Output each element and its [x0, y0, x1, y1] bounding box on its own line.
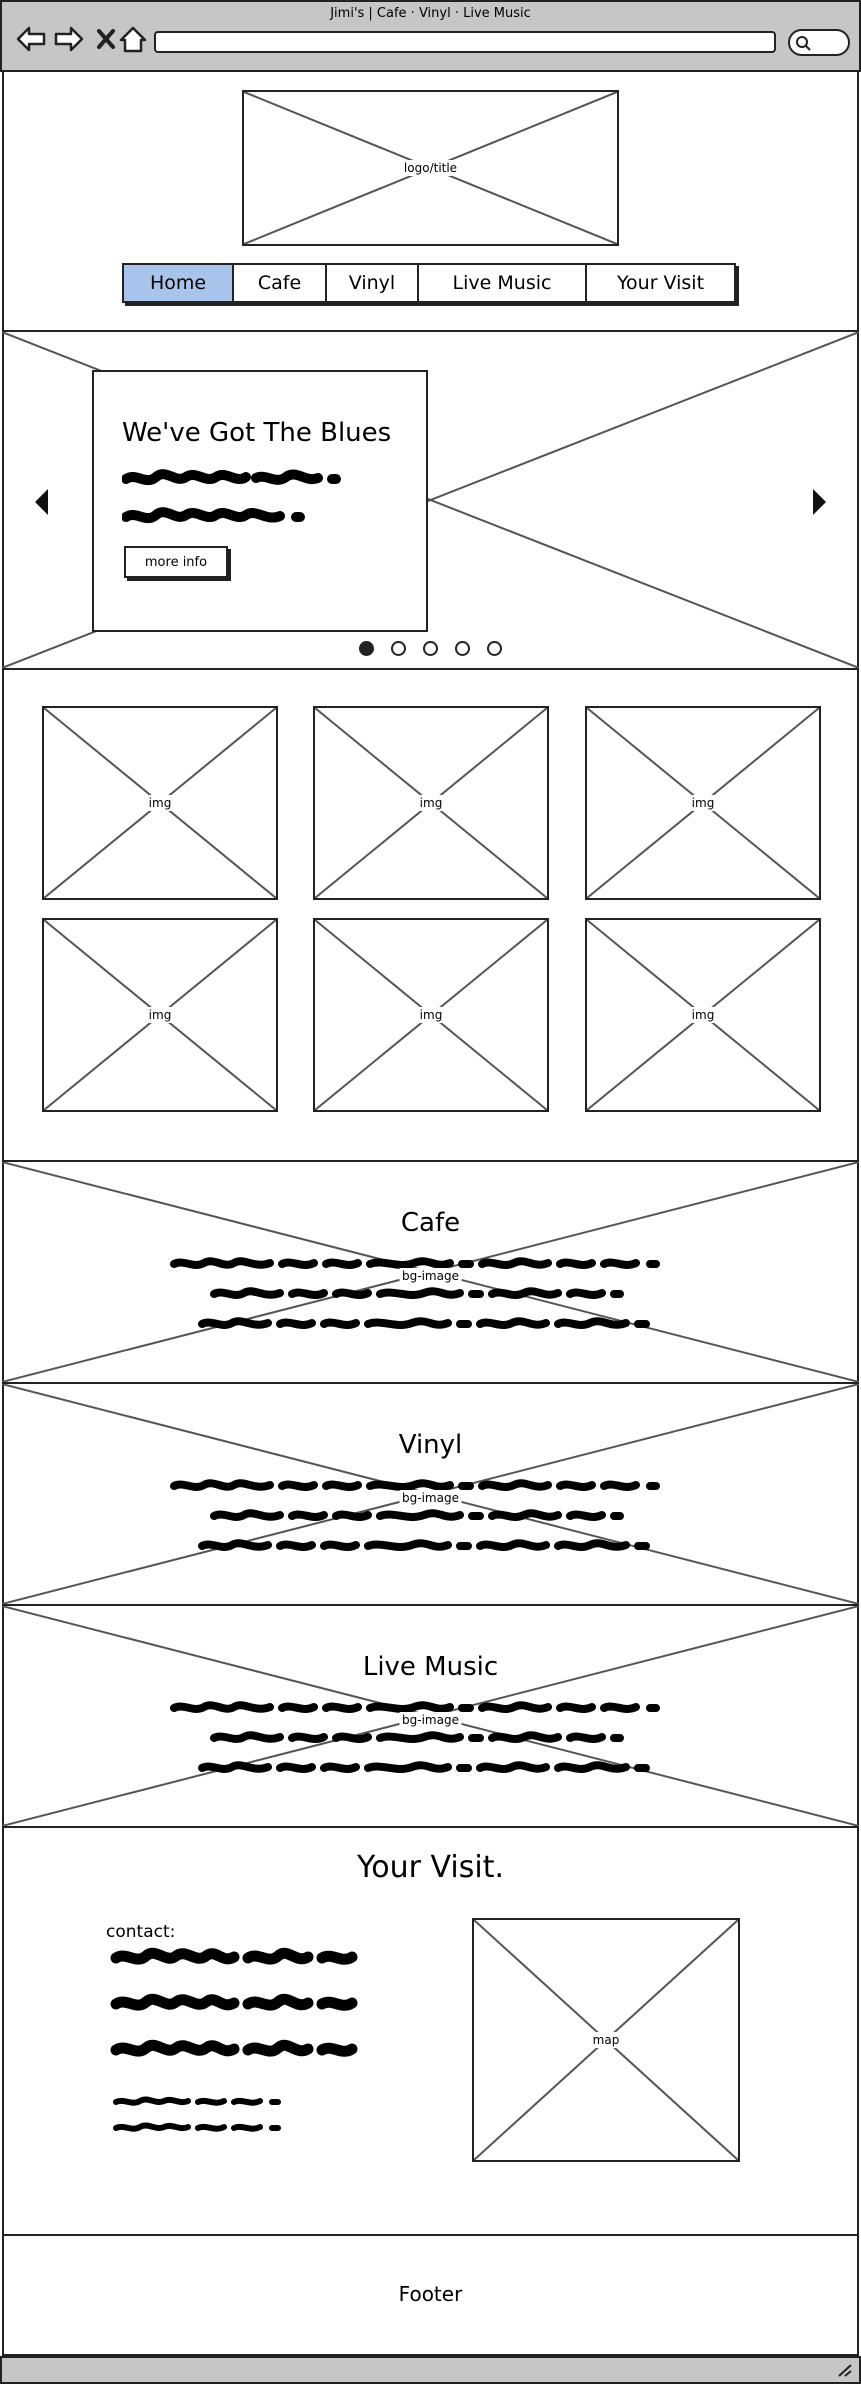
carousel-dot[interactable] — [359, 641, 374, 656]
carousel-prev-icon[interactable] — [32, 487, 52, 517]
live-music-section: Live Music bg-image — [2, 1606, 859, 1828]
forward-arrow-icon[interactable] — [52, 22, 86, 56]
vinyl-section: Vinyl bg-image — [2, 1384, 859, 1606]
gallery-image-label: img — [688, 795, 718, 811]
hero-card: We've Got The Blues more info — [92, 370, 428, 632]
close-icon[interactable] — [90, 22, 124, 56]
more-info-button[interactable]: more info — [124, 546, 228, 578]
section-title: Live Music — [362, 1652, 499, 1682]
carousel-dot[interactable] — [487, 641, 502, 656]
carousel-dot[interactable] — [423, 641, 438, 656]
home-icon[interactable] — [116, 22, 150, 56]
browser-status-bar — [0, 2356, 861, 2384]
carousel-dot[interactable] — [455, 641, 470, 656]
cafe-section: Cafe bg-image — [2, 1162, 859, 1384]
contact-text-scribble — [110, 1947, 358, 2132]
bg-image-label: bg-image — [399, 1268, 462, 1284]
gallery-image[interactable]: img — [313, 706, 549, 900]
hero-carousel: We've Got The Blues more info — [2, 330, 859, 670]
text-scribble — [170, 1701, 660, 1773]
footer: Footer — [2, 2236, 859, 2356]
logo-label: logo/title — [400, 160, 461, 176]
resize-grip-icon[interactable] — [835, 2362, 853, 2378]
contact-label: contact: — [106, 1922, 176, 1942]
map-label: map — [589, 2032, 623, 2048]
your-visit-section: Your Visit. contact: map — [2, 1828, 859, 2236]
gallery-image[interactable]: img — [585, 918, 821, 1112]
carousel-dot[interactable] — [391, 641, 406, 656]
nav-item-vinyl[interactable]: Vinyl — [327, 265, 419, 301]
image-gallery: img img img img img img — [2, 670, 859, 1162]
text-scribble — [122, 507, 305, 524]
nav-item-your-visit[interactable]: Your Visit — [616, 272, 705, 294]
bg-image-label: bg-image — [399, 1712, 462, 1728]
footer-label: Footer — [398, 2282, 463, 2306]
gallery-image-label: img — [145, 1007, 175, 1023]
visit-title: Your Visit. — [356, 1850, 505, 1885]
browser-search-box[interactable] — [788, 29, 850, 56]
gallery-image[interactable]: img — [313, 918, 549, 1112]
carousel-next-icon[interactable] — [809, 487, 829, 517]
carousel-indicators — [359, 641, 502, 656]
nav-item-cafe[interactable]: Cafe — [234, 265, 327, 301]
logo-placeholder: logo/title — [242, 90, 619, 246]
browser-toolbar: Jimi's | Cafe · Vinyl · Live Music — [0, 0, 861, 72]
main-nav: Home Cafe Vinyl Live Music Your Visit — [122, 263, 736, 303]
bg-image-label: bg-image — [399, 1490, 462, 1506]
gallery-image[interactable]: img — [42, 706, 278, 900]
gallery-image-label: img — [416, 795, 446, 811]
section-title: Vinyl — [398, 1430, 463, 1460]
text-scribble — [170, 1479, 660, 1551]
gallery-image-label: img — [416, 1007, 446, 1023]
page-frame — [2, 72, 859, 2356]
text-scribble — [170, 1257, 660, 1329]
gallery-image[interactable]: img — [585, 706, 821, 900]
address-bar[interactable] — [154, 31, 776, 53]
gallery-image[interactable]: img — [42, 918, 278, 1112]
window-title: Jimi's | Cafe · Vinyl · Live Music — [330, 6, 531, 21]
hero-title: We've Got The Blues — [122, 418, 392, 448]
text-scribble — [122, 469, 341, 486]
map-placeholder[interactable]: map — [472, 1918, 740, 2162]
nav-item-home[interactable]: Home — [124, 265, 234, 301]
section-title: Cafe — [400, 1208, 461, 1238]
gallery-image-label: img — [688, 1007, 718, 1023]
back-arrow-icon[interactable] — [14, 22, 48, 56]
gallery-image-label: img — [145, 795, 175, 811]
nav-item-live-music[interactable]: Live Music — [419, 265, 587, 301]
search-icon — [796, 36, 811, 51]
